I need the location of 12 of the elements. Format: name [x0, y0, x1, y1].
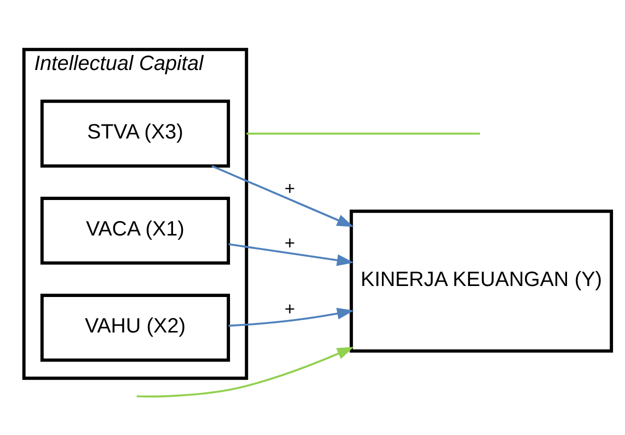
arrow	[228, 307, 354, 326]
edge-label: +	[284, 298, 296, 319]
edge-label: +	[284, 178, 296, 198]
node-box: VAHU (X2)	[40, 293, 230, 362]
arrow	[212, 164, 354, 226]
connector	[246, 132, 480, 134]
edge-label: +	[284, 232, 296, 253]
arrow	[228, 242, 354, 266]
node-box: STVA (X3)	[40, 99, 230, 168]
node-box: KINERJA KEUANGAN (Y)	[350, 209, 614, 352]
arrow	[136, 346, 354, 397]
node-box: VACA (X1)	[40, 196, 230, 264]
